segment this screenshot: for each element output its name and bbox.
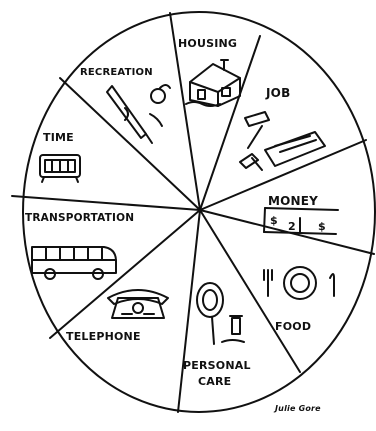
segment-food: FOOD: [263, 266, 335, 333]
bat-ball-icon: [106, 84, 171, 144]
wheel-outline: [22, 11, 376, 413]
segment-recreation: RECREATION: [80, 67, 171, 144]
job-label: JOB: [265, 86, 290, 100]
house-icon: [185, 59, 241, 107]
plate-icon: [263, 266, 335, 300]
personal-care-label-line1: PERSONAL: [183, 359, 251, 372]
clock-icon: [39, 154, 81, 183]
segment-housing: HOUSING: [178, 37, 241, 107]
money-value-1: $: [270, 214, 278, 227]
time-label: TIME: [43, 131, 74, 144]
bus-icon: [31, 246, 117, 280]
telephone-label: TELEPHONE: [66, 330, 141, 343]
money-label: MONEY: [268, 194, 318, 208]
coins-icon: $ 2 $: [263, 207, 339, 235]
segment-time: TIME: [39, 131, 81, 183]
wheel-dividers: [11, 12, 375, 413]
money-value-3: $: [318, 220, 326, 233]
transportation-label: TRANSPORTATION: [25, 212, 134, 224]
artist-signature: Julie Gore: [273, 404, 321, 413]
recreation-label: RECREATION: [80, 67, 153, 78]
mirror-icon: [196, 282, 245, 345]
housing-label: HOUSING: [178, 37, 237, 50]
segment-transportation: TRANSPORTATION: [25, 212, 134, 280]
tools-icon: [239, 111, 326, 171]
telephone-icon: [107, 289, 169, 319]
money-value-2: 2: [288, 220, 296, 233]
food-label: FOOD: [275, 320, 311, 333]
segment-money: MONEY $ 2 $: [263, 194, 339, 235]
segment-telephone: TELEPHONE: [66, 289, 169, 343]
personal-care-label-line2: CARE: [198, 375, 231, 388]
segment-personal-care: PERSONAL CARE: [183, 282, 251, 388]
segment-job: JOB: [239, 86, 326, 171]
